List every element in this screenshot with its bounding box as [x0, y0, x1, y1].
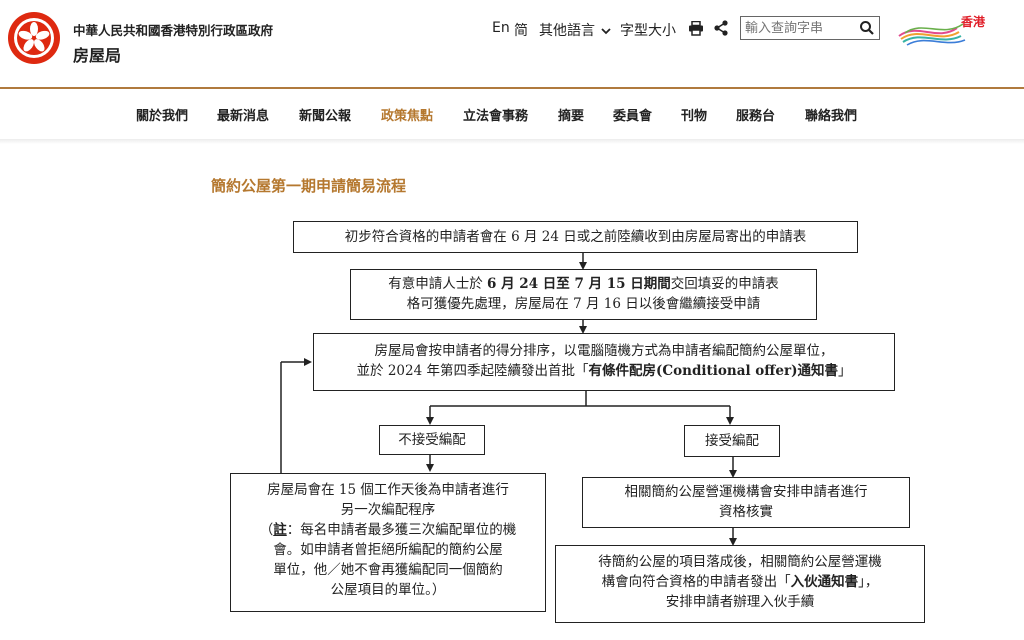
nav-item-about-us[interactable]: 關於我們 — [136, 109, 189, 124]
flow-step-allocation-text-d: 」 — [837, 363, 852, 379]
flow-step-intake-notice-text-a: 待簡約公屋的項目落成後，相關簡約公屋營運機 — [598, 554, 882, 570]
flow-step-receive-form-text: 初步符合資格的申請者會在 6 月 24 日或之前陸續收到由房屋局寄出的申請表 — [344, 229, 807, 245]
flow-step-eligibility-check-text-a: 相關簡約公屋營運機構會安排申請者進行 — [624, 484, 868, 500]
flow-step-intake-notice: 待簡約公屋的項目落成後，相關簡約公屋營運機 構會向符合資格的申請者發出「入伙通知… — [555, 545, 925, 623]
chevron-down-icon — [601, 28, 612, 35]
flow-step-allocation: 房屋局會按申請者的得分排序，以電腦隨機方式為申請者編配簡約公屋單位， 並於 20… — [313, 333, 895, 391]
nav-item-service-desk[interactable]: 服務台 — [736, 109, 776, 124]
other-languages-label: 其他語言 — [539, 23, 595, 39]
flow-step-allocation-offer: 有條件配房(Conditional offer)通知書 — [588, 363, 838, 379]
lang-simplified-link[interactable]: 简 — [514, 23, 528, 39]
government-name: 中華人民共和國香港特別行政區政府 — [73, 23, 274, 38]
nav-item-publications[interactable]: 刊物 — [681, 109, 708, 124]
flow-step-receive-form: 初步符合資格的申請者會在 6 月 24 日或之前陸續收到由房屋局寄出的申請表 — [293, 221, 858, 253]
nav-item-committees[interactable]: 委員會 — [613, 109, 653, 124]
flow-decision-accept: 接受編配 — [684, 425, 780, 457]
hksar-emblem-icon[interactable] — [7, 11, 61, 65]
search-box — [740, 16, 880, 40]
flow-step-eligibility-check-text-b: 資格核實 — [719, 504, 773, 520]
main-navigation: 關於我們 最新消息 新聞公報 政策焦點 立法會事務 摘要 委員會 刊物 服務台 … — [0, 89, 1024, 139]
header-divider — [0, 87, 1024, 89]
search-icon[interactable] — [859, 20, 875, 36]
flow-step-return-form-text-d: 格可獲優先處理，房屋局在 7 月 16 日以後會繼續接受申請 — [406, 296, 761, 312]
lang-english-link[interactable]: En — [492, 20, 510, 36]
brand-hong-kong-logo[interactable]: 香港 — [897, 12, 993, 48]
flow-step-reallocation-text-b: 另一次編配程序 — [340, 502, 436, 518]
flow-step-reallocation-note-c: 單位，他／她不會再獲編配同一個簡約 — [273, 562, 503, 578]
nav-item-legco-matters[interactable]: 立法會事務 — [463, 109, 529, 124]
brand-text: 香港 — [960, 14, 986, 29]
flow-step-return-form-text-a: 有意申請人士於 — [388, 276, 488, 292]
flow-step-allocation-text-a: 房屋局會按申請者的得分排序，以電腦隨機方式為申請者編配簡約公屋單位， — [374, 343, 834, 359]
flow-decision-reject-text: 不接受編配 — [398, 432, 466, 448]
flow-step-reallocation: 房屋局會在 15 個工作天後為申請者進行 另一次編配程序 （註：每名申請者最多獲… — [230, 473, 546, 612]
nav-item-latest-news[interactable]: 最新消息 — [217, 109, 270, 124]
share-icon[interactable] — [714, 20, 728, 36]
department-name[interactable]: 房屋局 — [73, 46, 122, 65]
font-size-link[interactable]: 字型大小 — [620, 23, 676, 39]
flow-step-intake-notice-text-d: 」， — [858, 574, 879, 590]
nav-item-contact-us[interactable]: 聯絡我們 — [805, 109, 858, 124]
nav-shadow — [0, 139, 1024, 144]
nav-item-policy-focus[interactable]: 政策焦點 — [381, 109, 434, 124]
nav-item-summary[interactable]: 摘要 — [558, 109, 585, 124]
flow-step-intake-notice-text-b: 構會向符合資格的申請者發出「 — [601, 574, 791, 590]
nav-item-press-releases[interactable]: 新聞公報 — [299, 109, 352, 124]
flow-step-reallocation-note-b: 會。如申請者曾拒絕所編配的簡約公屋 — [273, 542, 503, 558]
flow-step-eligibility-check: 相關簡約公屋營運機構會安排申請者進行 資格核實 — [582, 477, 910, 528]
flow-step-allocation-text-b: 並於 2024 年第四季起陸續發出首批「 — [356, 363, 589, 379]
flow-step-return-form: 有意申請人士於 6 月 24 日至 7 月 15 日期間交回填妥的申請表 格可獲… — [350, 269, 817, 320]
flow-step-reallocation-note-a: ：每名申請者最多獲三次編配單位的機 — [286, 522, 517, 538]
search-input[interactable] — [745, 19, 855, 37]
flow-step-reallocation-note-open: （ — [259, 522, 274, 538]
flow-decision-reject: 不接受編配 — [379, 425, 485, 455]
site-header: 中華人民共和國香港特別行政區政府 房屋局 En 简 其他語言 字型大小 香港 — [0, 0, 1024, 88]
other-languages-dropdown[interactable]: 其他語言 — [539, 20, 612, 40]
flow-step-reallocation-note-d: 公屋項目的單位。） — [330, 582, 446, 598]
flow-step-reallocation-text-a: 房屋局會在 15 個工作天後為申請者進行 — [267, 482, 509, 498]
flow-decision-accept-text: 接受編配 — [705, 433, 759, 449]
flow-step-reallocation-note-label: 註 — [273, 522, 287, 538]
page-title: 簡約公屋第一期申請簡易流程 — [211, 177, 407, 195]
print-icon[interactable] — [688, 21, 704, 36]
flow-step-intake-notice-letter: 入伙通知書 — [790, 574, 859, 590]
flow-step-return-form-period: 6 月 24 日至 7 月 15 日期間 — [487, 276, 671, 292]
flow-step-intake-notice-text-e: 安排申請者辦理入伙手續 — [665, 594, 815, 610]
flow-step-return-form-text-c: 交回填妥的申請表 — [670, 276, 779, 292]
